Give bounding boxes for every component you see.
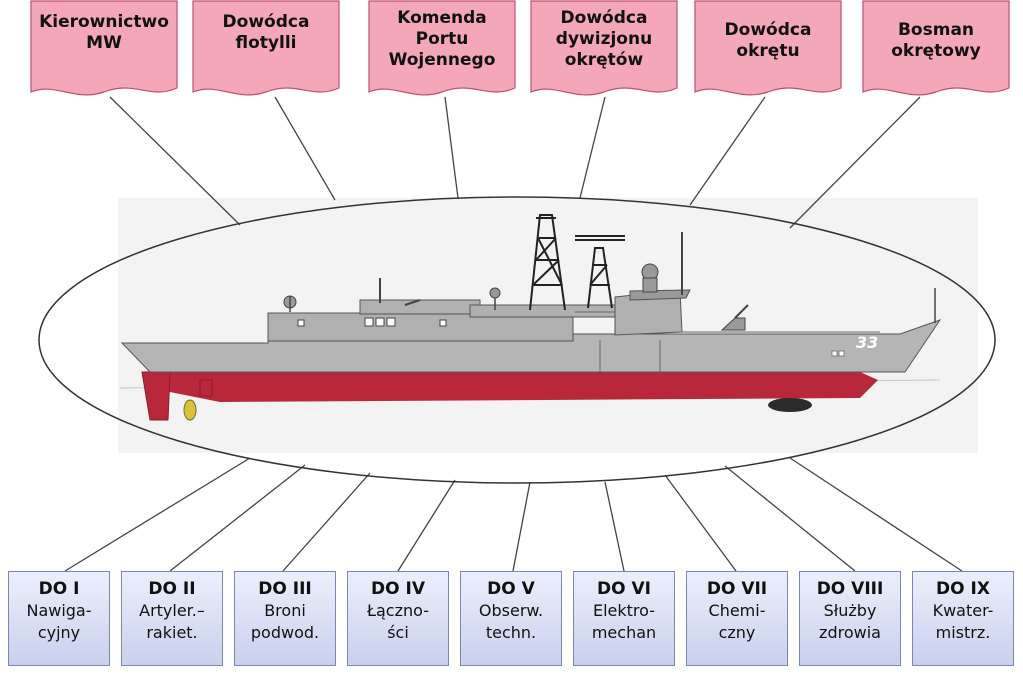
top-role-label: Dowódca okrętu: [694, 20, 842, 62]
department-code: DO IX: [913, 578, 1013, 600]
department-box: DO II Artyler.– rakiet.: [121, 571, 223, 666]
department-name: Chemi- czny: [687, 600, 787, 644]
department-code: DO VIII: [800, 578, 900, 600]
top-role-box: Kierownictwo MW: [30, 0, 178, 100]
top-role-box: Komenda Portu Wojennego: [368, 0, 516, 100]
department-name: Nawiga- cyjny: [9, 600, 109, 644]
propeller: [184, 400, 196, 420]
department-code: DO I: [9, 578, 109, 600]
department-box: DO I Nawiga- cyjny: [8, 571, 110, 666]
department-code: DO VII: [687, 578, 787, 600]
top-role-label: Dowódca flotylli: [192, 12, 340, 54]
department-box: DO VII Chemi- czny: [686, 571, 788, 666]
top-role-box: Dowódca flotylli: [192, 0, 340, 100]
department-name: Kwater- mistrz.: [913, 600, 1013, 644]
department-code: DO III: [235, 578, 335, 600]
department-box: DO VIII Służby zdrowia: [799, 571, 901, 666]
top-role-box: Bosman okrętowy: [862, 0, 1010, 100]
department-name: Broni podwod.: [235, 600, 335, 644]
top-role-label: Dowódca dywizjonu okrętów: [530, 8, 678, 71]
bottom-connectors: [65, 458, 962, 571]
department-box: DO V Obserw. techn.: [460, 571, 562, 666]
department-box: DO VI Elektro- mechan: [573, 571, 675, 666]
department-name: Elektro- mechan: [574, 600, 674, 644]
department-code: DO VI: [574, 578, 674, 600]
department-name: Łączno- ści: [348, 600, 448, 644]
department-box: DO IX Kwater- mistrz.: [912, 571, 1014, 666]
department-code: DO V: [461, 578, 561, 600]
department-name: Artyler.– rakiet.: [122, 600, 222, 644]
department-code: DO IV: [348, 578, 448, 600]
sonar-dome: [768, 398, 812, 412]
hull-lower: [150, 372, 878, 402]
hull-number: 33: [856, 333, 878, 352]
top-role-box: Dowódca okrętu: [694, 0, 842, 100]
top-role-label: Bosman okrętowy: [862, 20, 1010, 62]
top-role-label: Kierownictwo MW: [30, 12, 178, 54]
top-role-box: Dowódca dywizjonu okrętów: [530, 0, 678, 100]
department-code: DO II: [122, 578, 222, 600]
top-role-label: Komenda Portu Wojennego: [368, 8, 516, 71]
department-name: Obserw. techn.: [461, 600, 561, 644]
department-box: DO IV Łączno- ści: [347, 571, 449, 666]
department-box: DO III Broni podwod.: [234, 571, 336, 666]
department-name: Służby zdrowia: [800, 600, 900, 644]
